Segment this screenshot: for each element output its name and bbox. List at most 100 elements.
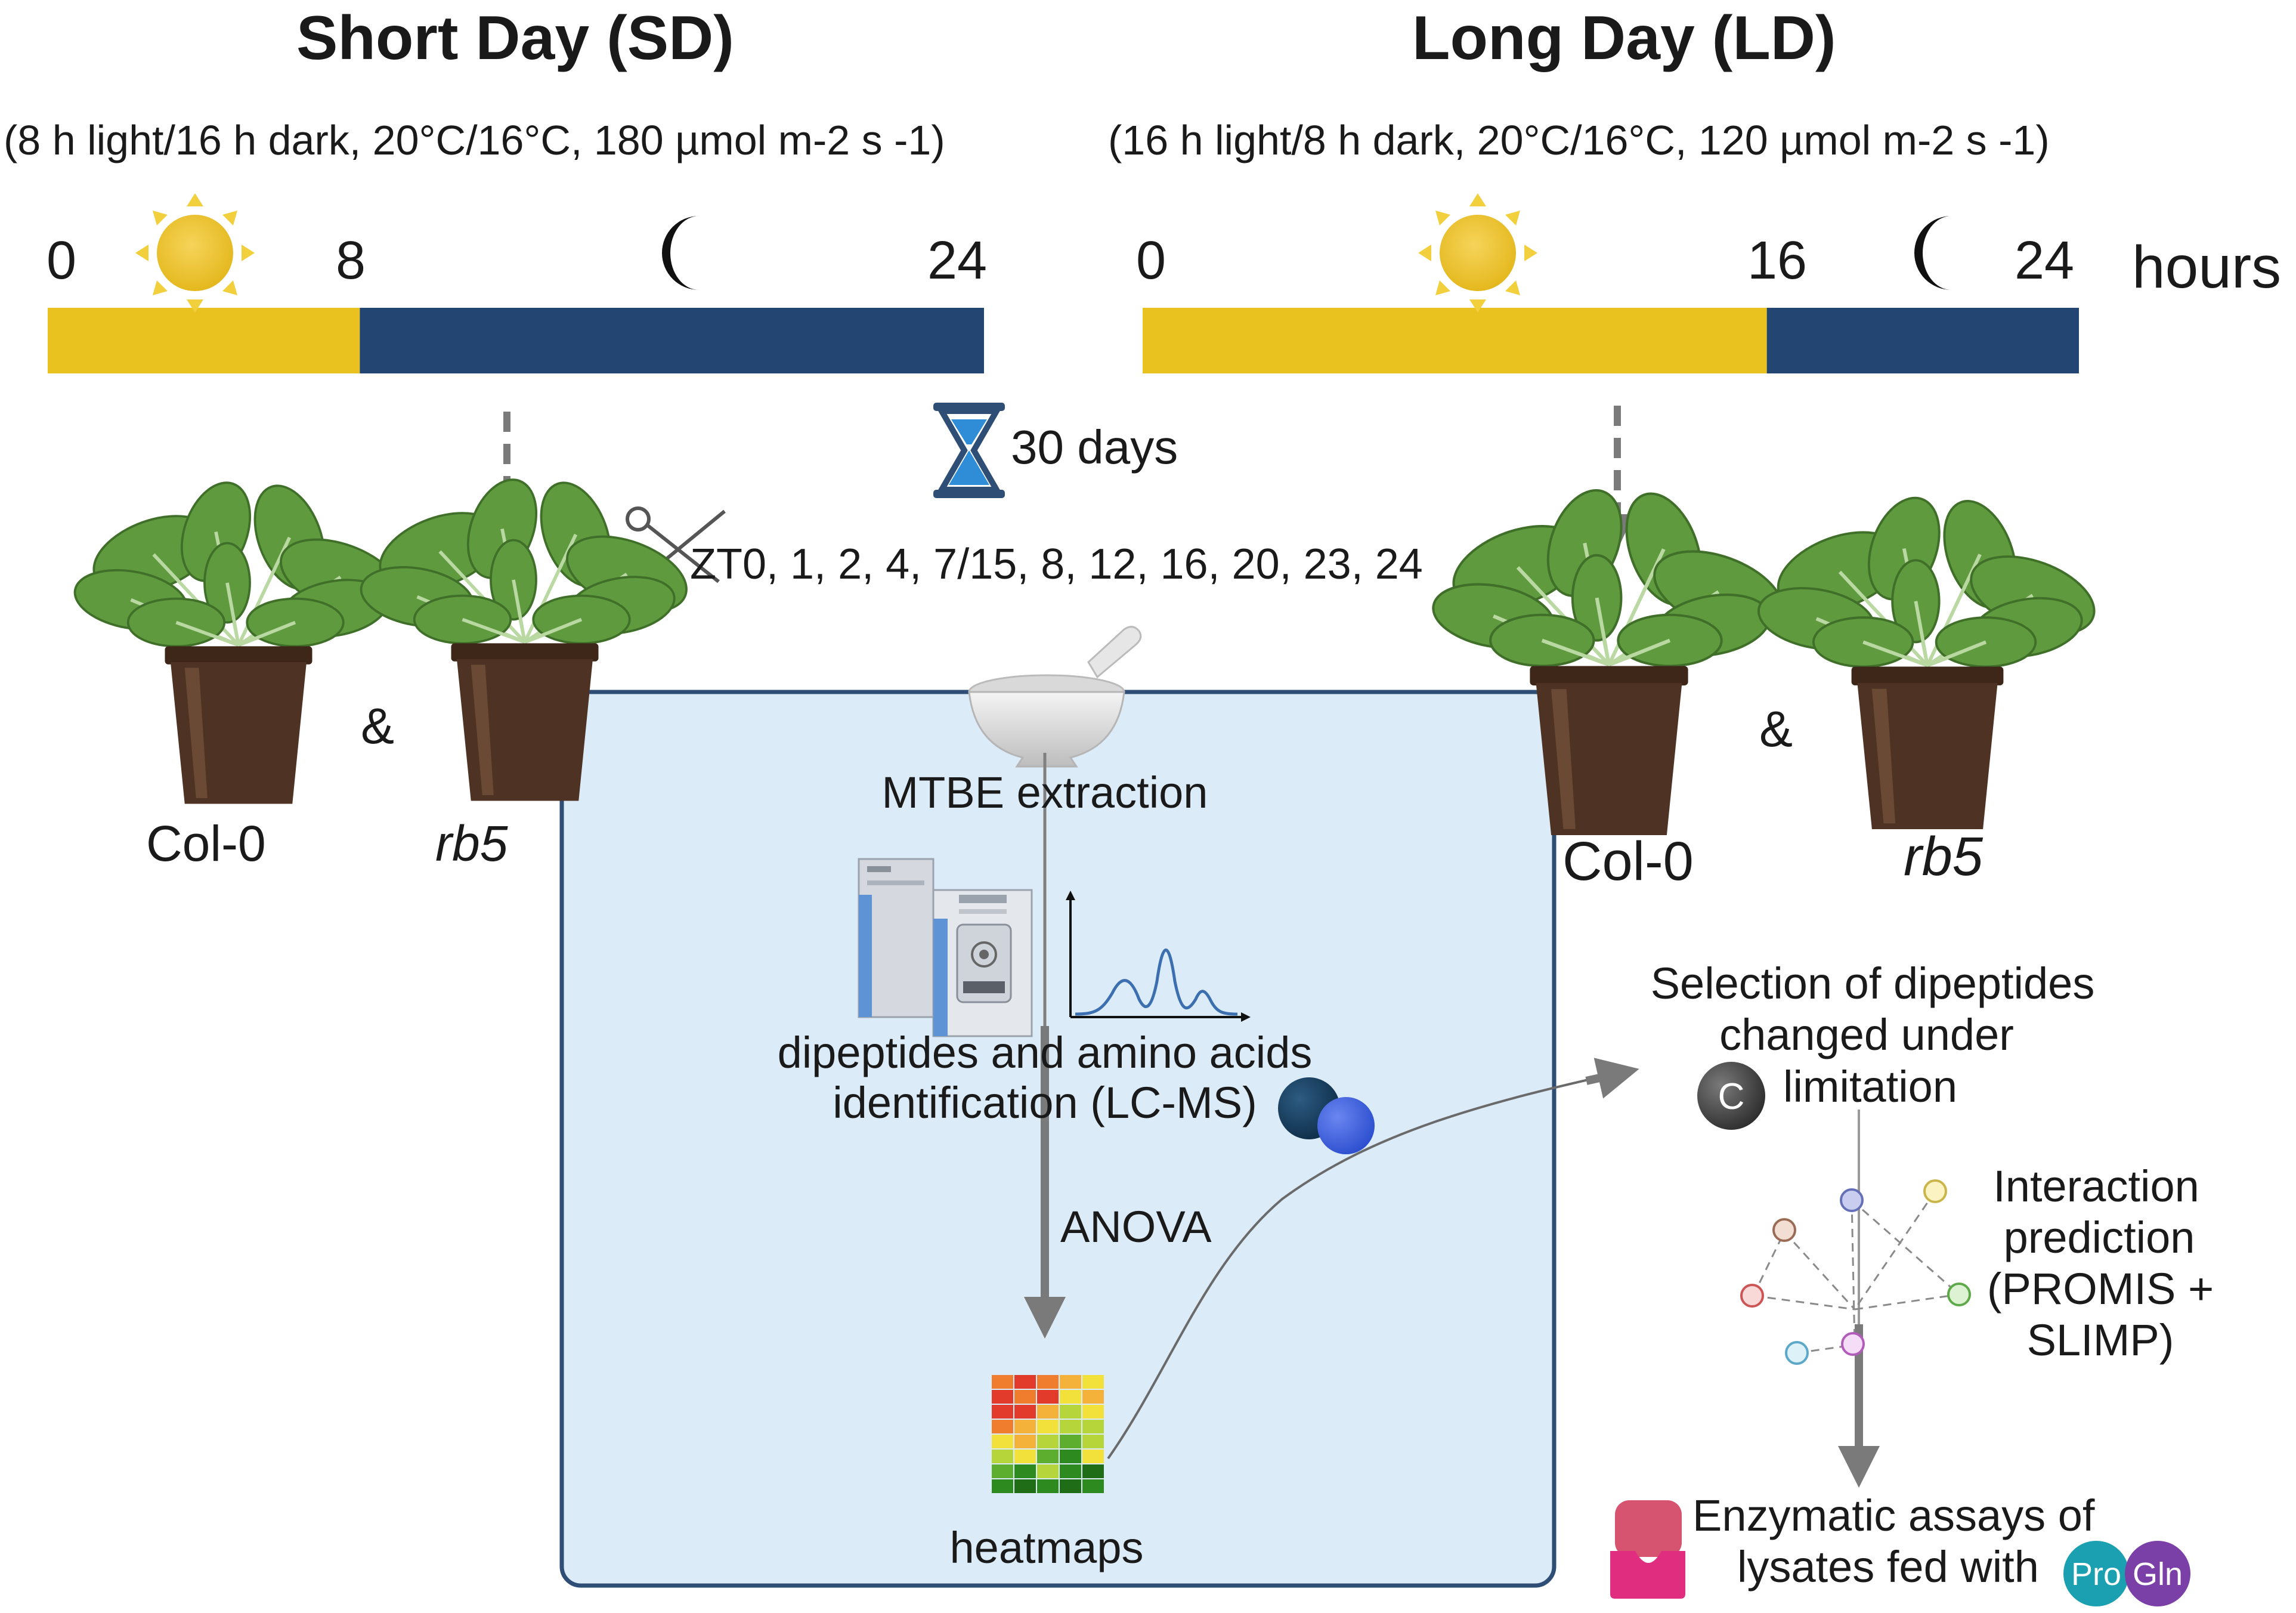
heatmap-cell: [1014, 1375, 1036, 1389]
heatmap-cell: [1082, 1390, 1104, 1404]
ld-tick-start: 0: [1136, 231, 1166, 291]
ld-conditions: (16 h light/8 h dark, 20°C/16°C, 120 µmo…: [1108, 117, 2050, 163]
carbon-badge: [1697, 1062, 1765, 1130]
moon-icon: [1914, 216, 1951, 290]
sd-tick-start: 0: [47, 231, 77, 291]
heatmap-cell: [992, 1420, 1013, 1433]
sd-title: Short Day (SD): [296, 4, 734, 73]
assay-line-2: lysates fed with: [1737, 1542, 2039, 1592]
molecule-ball-blue: [1317, 1097, 1375, 1154]
heatmap-cell: [1014, 1390, 1036, 1404]
curved-flow-arrow: [1107, 1070, 1629, 1460]
gln-badge: [2125, 1541, 2190, 1606]
ld-light-bar: [1143, 308, 1767, 373]
duration-label: 30 days: [1011, 421, 1178, 474]
selection-line-2: changed under: [1719, 1010, 2014, 1059]
heatmap-cell: [1082, 1464, 1104, 1478]
heatmap-cell: [1060, 1375, 1081, 1389]
heatmap-cell: [992, 1450, 1013, 1463]
ld-tick-end: 24: [2015, 231, 2075, 291]
assay-line-1: Enzymatic assays of: [1692, 1491, 2095, 1540]
ld-tick-mid: 16: [1747, 231, 1808, 291]
gln-badge-label: Gln: [2132, 1556, 2183, 1592]
sd-ampersand: &: [361, 698, 395, 754]
heatmaps-label: heatmaps: [949, 1523, 1144, 1572]
ld-ampersand: &: [1759, 701, 1793, 757]
heatmap-cell: [992, 1464, 1013, 1478]
heatmap-cell: [1037, 1390, 1059, 1404]
heatmap-cell: [1037, 1450, 1059, 1463]
sd-tick-end: 24: [927, 231, 988, 291]
heatmap-cell: [1060, 1390, 1081, 1404]
heatmap-cell: [1082, 1479, 1104, 1493]
sd-conditions: (8 h light/16 h dark, 20°C/16°C, 180 µmo…: [4, 117, 945, 163]
anova-label: ANOVA: [1060, 1202, 1212, 1252]
selection-line-1: Selection of dipeptides: [1650, 959, 2095, 1008]
hours-label: hours: [2132, 234, 2282, 301]
ld-dark-bar: [1766, 308, 2079, 373]
heatmap-cell: [1082, 1435, 1104, 1448]
heatmap-cell: [1014, 1405, 1036, 1419]
heatmap-cell: [1014, 1479, 1036, 1493]
heatmap-cell: [1037, 1375, 1059, 1389]
ld-genotype-col0: Col-0: [1562, 831, 1694, 892]
heatmap-cell: [1014, 1420, 1036, 1433]
heatmap-cell: [1082, 1450, 1104, 1463]
curved-flow-arrowhead: [1585, 1058, 1639, 1099]
heatmap-cell: [992, 1435, 1013, 1448]
lc-ms-instrument-icon: [858, 858, 1033, 1037]
heatmap-cell: [992, 1375, 1013, 1389]
heatmap-cell: [1037, 1420, 1059, 1433]
sd-genotype-rb5: rb5: [435, 815, 508, 872]
chromatogram-icon: [1066, 891, 1251, 1022]
heatmap-cell: [1082, 1375, 1104, 1389]
sd-genotype-col0: Col-0: [146, 815, 266, 872]
heatmap-cell: [992, 1390, 1013, 1404]
heatmap-cell: [1037, 1479, 1059, 1493]
enzyme-icon: [1610, 1500, 1685, 1599]
pro-badge: [2063, 1541, 2129, 1606]
plant-pot-icon: [1757, 496, 2096, 829]
heatmap-cell: [1060, 1450, 1081, 1463]
plant-pot-icon: [1432, 489, 1784, 835]
sd-light-bar: [48, 308, 360, 373]
heatmap-cell: [1082, 1405, 1104, 1419]
interaction-line-2: prediction: [2003, 1213, 2195, 1262]
sd-tick-mid: 8: [336, 231, 366, 291]
heatmap-cell: [992, 1405, 1013, 1419]
heatmap-cell: [1037, 1464, 1059, 1478]
heatmap-cell: [1060, 1479, 1081, 1493]
carbon-badge-label: C: [1718, 1076, 1745, 1117]
heatmap-cell: [1060, 1420, 1081, 1433]
heatmap-cell: [1014, 1450, 1036, 1463]
heatmap-cell: [1082, 1420, 1104, 1433]
ld-title: Long Day (LD): [1412, 4, 1836, 73]
extraction-label: MTBE extraction: [881, 768, 1208, 817]
identification-line-1: dipeptides and amino acids: [777, 1028, 1313, 1077]
moon-icon: [662, 216, 699, 290]
heatmap-cell: [1037, 1435, 1059, 1448]
heatmap-cell: [1060, 1405, 1081, 1419]
heatmap-cell: [1014, 1464, 1036, 1478]
interaction-line-3: (PROMIS +: [1986, 1264, 2214, 1314]
plant-pot-icon: [73, 481, 401, 804]
network-nodes: [1740, 1179, 1971, 1365]
sampling-times: ZT0, 1, 2, 4, 7/15, 8, 12, 16, 20, 23, 2…: [690, 540, 1423, 588]
ld-genotype-rb5: rb5: [1904, 826, 1983, 887]
mortar-icon: [968, 626, 1142, 768]
heatmap-cell: [1060, 1435, 1081, 1448]
sd-dark-bar: [360, 308, 985, 373]
pro-badge-label: Pro: [2071, 1556, 2122, 1592]
identification-line-2: identification (LC-MS): [833, 1078, 1257, 1127]
interaction-line-4: SLIMP): [2026, 1315, 2174, 1365]
sun-icon: [135, 193, 255, 313]
selection-line-3: limitation: [1783, 1062, 1957, 1111]
heatmap-cell: [992, 1479, 1013, 1493]
heatmap-cell: [1014, 1435, 1036, 1448]
hourglass-icon: [933, 403, 1005, 498]
sun-icon: [1418, 193, 1537, 313]
plant-pot-icon: [360, 478, 688, 801]
interaction-line-1: Interaction: [1993, 1161, 2199, 1211]
heatmap-cell: [1060, 1464, 1081, 1478]
